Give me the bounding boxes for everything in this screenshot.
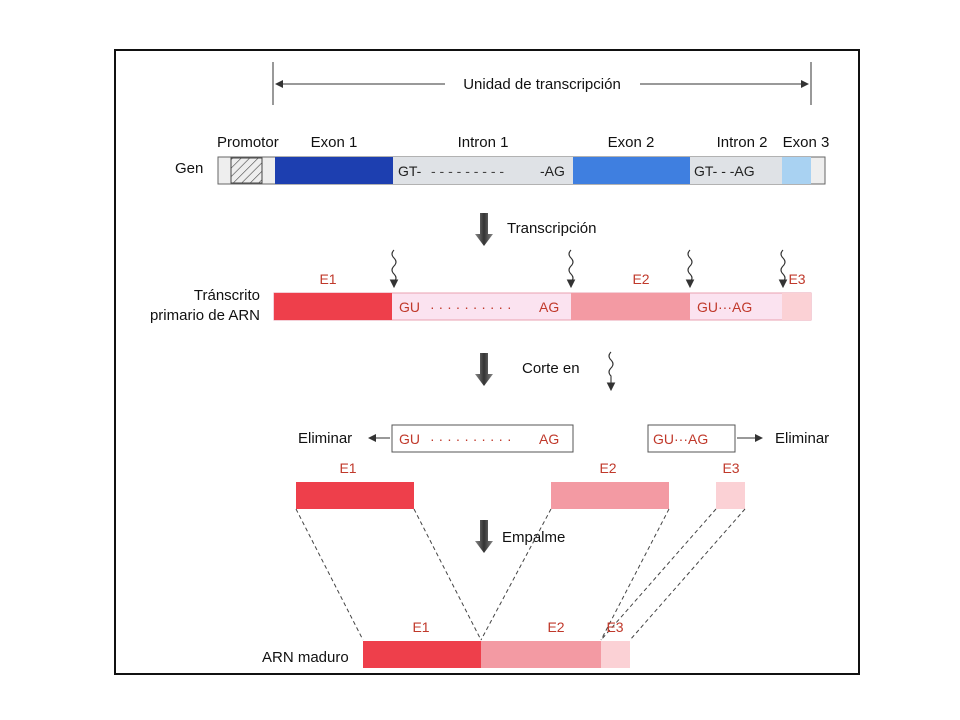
primary-e3-segment xyxy=(782,293,811,320)
primary-intron1-dots: · · · · · · · · · · xyxy=(430,299,512,315)
down-arrow-icon xyxy=(475,353,493,386)
removed-intron1-gu: GU xyxy=(399,431,420,447)
cut-label: Corte en xyxy=(522,360,580,377)
down-arrow-icon xyxy=(475,213,493,246)
transcription-label: Transcripción xyxy=(507,220,596,237)
separated-e2-label: E2 xyxy=(599,460,616,476)
gene-row-label: Gen xyxy=(175,160,203,177)
primary-intron1-ag: AG xyxy=(539,299,559,315)
primary-intron2-seq: GU···AG xyxy=(697,299,752,315)
diagram-frame xyxy=(114,49,860,675)
gene-intron1-ag: -AG xyxy=(540,163,565,179)
eliminate-left-label: Eliminar xyxy=(298,430,352,447)
gene-intron1-segment xyxy=(393,157,573,184)
removed-intron1-box xyxy=(391,424,574,453)
primary-e3-label: E3 xyxy=(788,271,805,287)
removed-intron1-dots: · · · · · · · · · · xyxy=(430,431,512,447)
exon3-label: Exon 3 xyxy=(783,134,830,151)
mature-e2-label: E2 xyxy=(547,619,564,635)
promoter-label: Promotor xyxy=(217,134,279,151)
primary-e2-label: E2 xyxy=(632,271,649,287)
mature-e3-label: E3 xyxy=(606,619,623,635)
gene-exon3-segment xyxy=(782,157,811,184)
gene-exon1-segment xyxy=(275,157,393,184)
squiggle-arrow-icon xyxy=(778,249,788,289)
gene-intron2-segment xyxy=(690,157,782,184)
squiggle-arrow-icon xyxy=(685,249,695,289)
gene-intron2-seq: GT- - -AG xyxy=(694,163,755,179)
separated-e2-segment xyxy=(551,482,669,509)
separated-exons-row: E1 E2 E3 xyxy=(296,460,745,509)
mature-e3-segment xyxy=(601,641,630,668)
transcription-step: Transcripción xyxy=(475,213,596,246)
removed-intron1-ag: AG xyxy=(539,431,559,447)
splice-connectors xyxy=(295,508,746,641)
primary-e1-segment xyxy=(274,293,392,320)
primary-label-line1: Tránscrito xyxy=(194,287,260,304)
mature-label: ARN maduro xyxy=(262,649,349,666)
intron1-label: Intron 1 xyxy=(458,134,509,151)
splicing-step: Empalme xyxy=(475,520,565,553)
squiggle-arrow-icon xyxy=(606,351,616,392)
primary-intron1-gu: GU xyxy=(399,299,420,315)
squiggle-arrow-icon xyxy=(389,249,399,289)
separated-e1-segment xyxy=(296,482,414,509)
primary-label-line2: primario de ARN xyxy=(150,307,260,324)
down-arrow-icon xyxy=(475,520,493,553)
cut-step: Corte en xyxy=(475,351,616,392)
gene-row: Gen Promotor Exon 1 Intron 1 Exon 2 Intr… xyxy=(175,134,830,185)
gene-exon2-segment xyxy=(573,157,690,184)
primary-e1-label: E1 xyxy=(319,271,336,287)
transcription-unit-bracket: Unidad de transcripción xyxy=(272,62,812,105)
primary-e2-segment xyxy=(571,293,690,320)
removed-intron2-box xyxy=(647,424,736,453)
removed-introns-row: Eliminar GU · · · · · · · · · · AG GU···… xyxy=(298,424,829,453)
mature-e2-segment xyxy=(481,641,601,668)
exon1-label: Exon 1 xyxy=(311,134,358,151)
intron2-label: Intron 2 xyxy=(717,134,768,151)
primary-transcript-row: Tránscrito primario de ARN E1 E2 E3 GU ·… xyxy=(150,249,812,324)
squiggle-arrow-icon xyxy=(566,249,576,289)
eliminate-right-label: Eliminar xyxy=(775,430,829,447)
exon2-label: Exon 2 xyxy=(608,134,655,151)
separated-e3-label: E3 xyxy=(722,460,739,476)
separated-e1-label: E1 xyxy=(339,460,356,476)
cut-site-arrows xyxy=(389,249,788,289)
separated-e3-segment xyxy=(716,482,745,509)
splicing-label: Empalme xyxy=(502,529,565,546)
mature-e1-label: E1 xyxy=(412,619,429,635)
removed-intron2-seq: GU···AG xyxy=(653,431,708,447)
mature-e1-segment xyxy=(363,641,481,668)
transcription-unit-label: Unidad de transcripción xyxy=(463,76,621,93)
mature-rna-row: ARN maduro E1 E2 E3 xyxy=(262,619,630,668)
gene-intron1-gt: GT- xyxy=(398,163,422,179)
promoter-segment xyxy=(230,157,263,184)
gene-intron1-dashes: - - - - - - - - - xyxy=(431,163,504,179)
